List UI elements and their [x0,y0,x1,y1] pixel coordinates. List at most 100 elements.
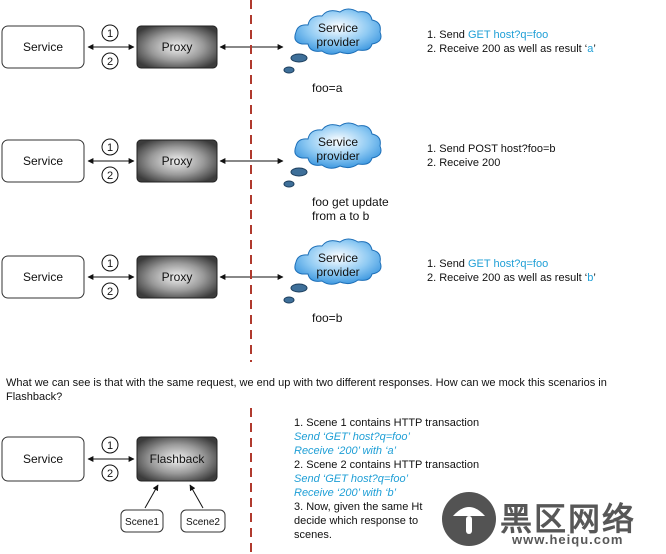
step-line: 1. Send GET host?q=foo [427,28,596,42]
proxy-label: Proxy [162,270,193,284]
cloud-label-line-2: provider [316,35,359,49]
flashback-label: Flashback [150,452,206,466]
scene2-arrow [189,484,204,509]
scene-description-line: Receive ‘200’ with ‘b’ [294,487,397,499]
scene2-label: Scene2 [186,517,220,528]
service-label: Service [23,270,63,284]
step-number: 1. [427,143,440,155]
step-text: Receive 200 as well as result ‘ [439,272,588,284]
step-number: 1. [427,29,440,41]
state-note: foo=b [312,311,343,325]
step-circle-2-label: 2 [107,170,113,182]
service-box [1,25,85,69]
proxy-label: Proxy [162,40,193,54]
step-circle-2 [101,52,119,70]
thought-bubble-large [290,53,308,63]
step-text: ’ [593,272,596,284]
step-line: 2. Receive 200 as well as result ‘b’ [427,271,596,285]
step-circle-2 [101,282,119,300]
scene-description-line: 2. Scene 2 contains HTTP transaction [294,459,480,471]
step-circle-2 [101,464,119,482]
step-text: GET host?q=foo [467,258,549,270]
step-circle-2-label: 2 [107,56,113,68]
proxy-box [136,25,218,69]
scene2-box [180,509,226,533]
step-circle-1 [101,138,119,156]
proxy-box [136,139,218,183]
step-text: Receive 200 [439,157,501,169]
step-line: 1. Send POST host?foo=b [427,142,556,156]
service-label: Service [23,452,63,466]
watermark-url: www.heiqu.com [512,532,624,547]
step-line: 1. Send GET host?q=foo [427,257,596,271]
cloud-label-line-1: Service [318,251,358,265]
state-note: foo get update [312,195,389,209]
service-box [1,255,85,299]
thought-bubble-large [290,167,308,177]
watermark-text: 黑区网络 [500,501,637,537]
service-label: Service [23,154,63,168]
watermark-logo-icon [442,492,496,546]
step-line: 2. Receive 200 [427,156,556,170]
step-number: 2. [427,157,440,169]
scene1-arrow [144,484,159,509]
step-circle-1 [101,24,119,42]
step-circle-1-label: 1 [107,440,113,452]
step-circle-2-label: 2 [107,286,113,298]
service-provider-cloud [294,122,382,169]
flashback-box [136,436,218,482]
thought-bubble-small [283,66,295,74]
service-box [1,139,85,183]
state-note: from a to b [312,209,370,223]
step-circle-1 [101,436,119,454]
scene-description-line: decide which response to [294,515,419,527]
question-text: What we can see is that with the same re… [6,377,607,403]
scene-description-line: Send ‘GET host?q=foo’ [294,473,409,485]
cloud-label-line-2: provider [316,149,359,163]
scene-description-line: Receive ‘200’ with ‘a’ [294,445,397,457]
thought-bubble-small [283,296,295,304]
step-number: 1. [427,258,440,270]
step-circle-2-label: 2 [107,468,113,480]
step-text: Send POST host?foo=b [439,143,556,155]
step-circle-1 [101,254,119,272]
cloud-label-line-1: Service [318,21,358,35]
state-note: foo=a [312,81,343,95]
scene-description-line: 1. Scene 1 contains HTTP transaction [294,417,480,429]
scene-description-line: 3. Now, given the same Ht [294,501,423,513]
step-number: 2. [427,272,440,284]
service-provider-cloud [294,238,382,285]
step-line: 2. Receive 200 as well as result ‘a’ [427,42,596,56]
step-text: b [587,272,594,284]
step-number: 2. [427,43,440,55]
service-provider-cloud [294,8,382,55]
service-box [1,436,85,482]
thought-bubble-small [283,180,295,188]
step-text: ’ [593,43,596,55]
step-text: GET host?q=foo [467,29,549,41]
scene1-box [120,509,164,533]
step-circle-1-label: 1 [107,28,113,40]
step-text: Send [439,258,468,270]
step-text: a [587,43,594,55]
step-text: Send [439,29,468,41]
proxy-box [136,255,218,299]
step-text: Receive 200 as well as result ‘ [439,43,588,55]
step-circle-2 [101,166,119,184]
step-circle-1-label: 1 [107,258,113,270]
cloud-label-line-1: Service [318,135,358,149]
scene1-label: Scene1 [125,517,159,528]
proxy-label: Proxy [162,154,193,168]
scene-description-line: scenes. [294,529,332,541]
step-circle-1-label: 1 [107,142,113,154]
thought-bubble-large [290,283,308,293]
cloud-label-line-2: provider [316,265,359,279]
